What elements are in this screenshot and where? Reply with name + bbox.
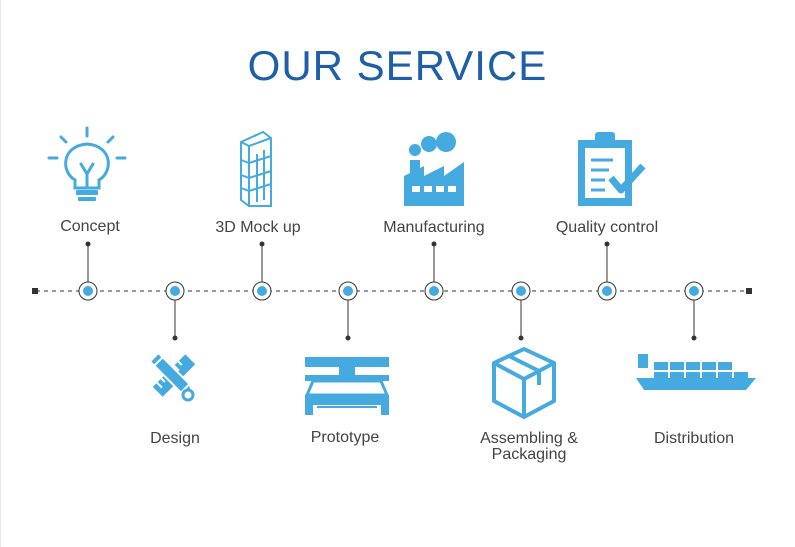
step-label-manufacturing: Manufacturing	[383, 219, 485, 236]
step-label-design: Design	[150, 430, 200, 447]
step-label-prototype: Prototype	[310, 429, 380, 446]
display-shelf-icon	[240, 130, 272, 207]
connector-dot	[518, 335, 524, 341]
cargo-ship-icon	[636, 354, 756, 390]
timeline-node-dot	[257, 286, 267, 296]
lightbulb-icon	[47, 126, 127, 201]
timeline-start-cap	[32, 288, 38, 294]
connector-dot	[259, 241, 265, 247]
timeline-node-dot	[689, 286, 699, 296]
timeline-node-dot	[516, 286, 526, 296]
clipboard-check-icon	[578, 132, 646, 206]
factory-icon	[404, 132, 464, 206]
step-label-concept: Concept	[60, 218, 120, 235]
pencil-ruler-icon	[148, 351, 196, 402]
step-label-3d-mock-up: 3D Mock up	[215, 219, 301, 236]
timeline-node-dot	[343, 286, 353, 296]
timeline-end-cap	[746, 288, 752, 294]
step-label-distribution: Distribution	[653, 430, 735, 447]
timeline-node-dot	[602, 286, 612, 296]
page-title: OUR SERVICE	[247, 42, 548, 89]
box-icon	[492, 347, 556, 419]
step-label-packaging: Packaging	[491, 446, 567, 463]
timeline-node-dot	[83, 286, 93, 296]
connector-dot	[345, 335, 351, 341]
connector-dot	[604, 241, 610, 247]
left-border	[0, 0, 1, 547]
printer-machine-icon	[304, 357, 390, 415]
connector-dot	[691, 335, 697, 341]
connector-dot	[431, 241, 437, 247]
connector-dot	[172, 335, 178, 341]
timeline-node-dot	[170, 286, 180, 296]
timeline-node-dot	[429, 286, 439, 296]
step-label-quality-control: Quality control	[555, 219, 659, 236]
connector-dot	[85, 241, 91, 247]
step-label-assembling: Assembling &	[480, 430, 578, 447]
